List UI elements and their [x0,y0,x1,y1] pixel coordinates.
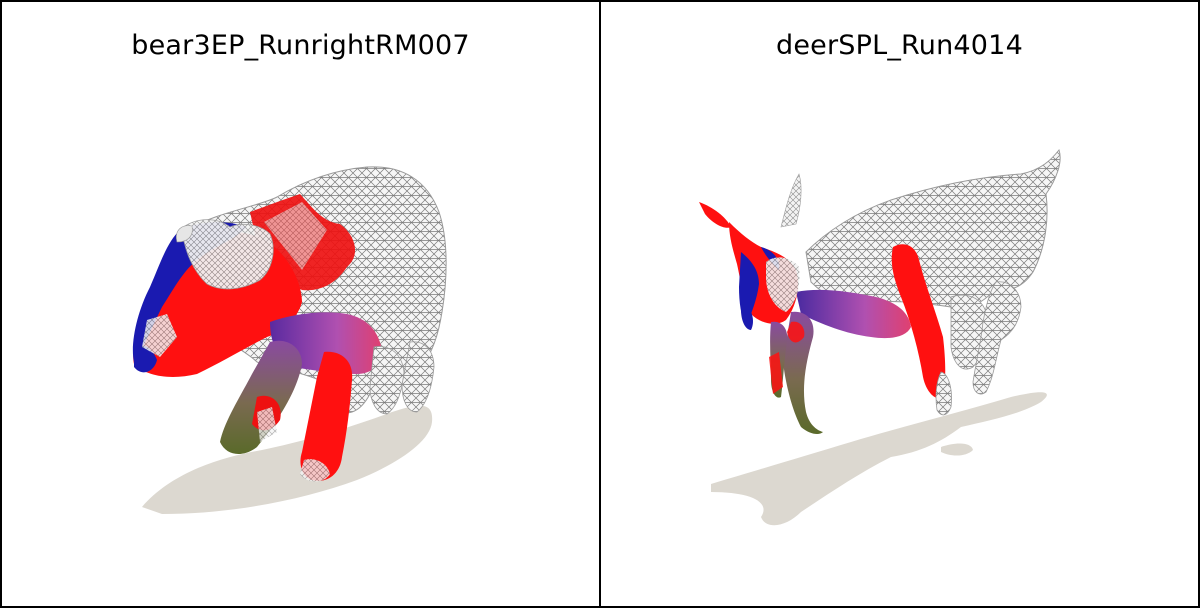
panel-title: bear3EP_RunrightRM007 [131,30,470,61]
viewport-panel-deer[interactable]: deerSPL_Run4014 [601,2,1198,606]
bear-head-mesh [181,219,274,290]
deer-shadow [711,392,1047,526]
deer-belly [796,289,911,339]
deer-side-patch [891,244,946,399]
bear-front-leg-red [300,351,353,481]
bear-rear-legs-mesh [369,346,405,415]
deer-front-leg [783,311,823,435]
viewport-panel-bear[interactable]: bear3EP_RunrightRM007 [2,2,601,606]
deer-mesh-render[interactable] [601,2,1198,606]
bear-shadow [142,405,433,514]
deer-body-mesh [805,148,1061,309]
bear-mesh-render[interactable] [2,2,600,606]
panel-title: deerSPL_Run4014 [776,30,1023,61]
